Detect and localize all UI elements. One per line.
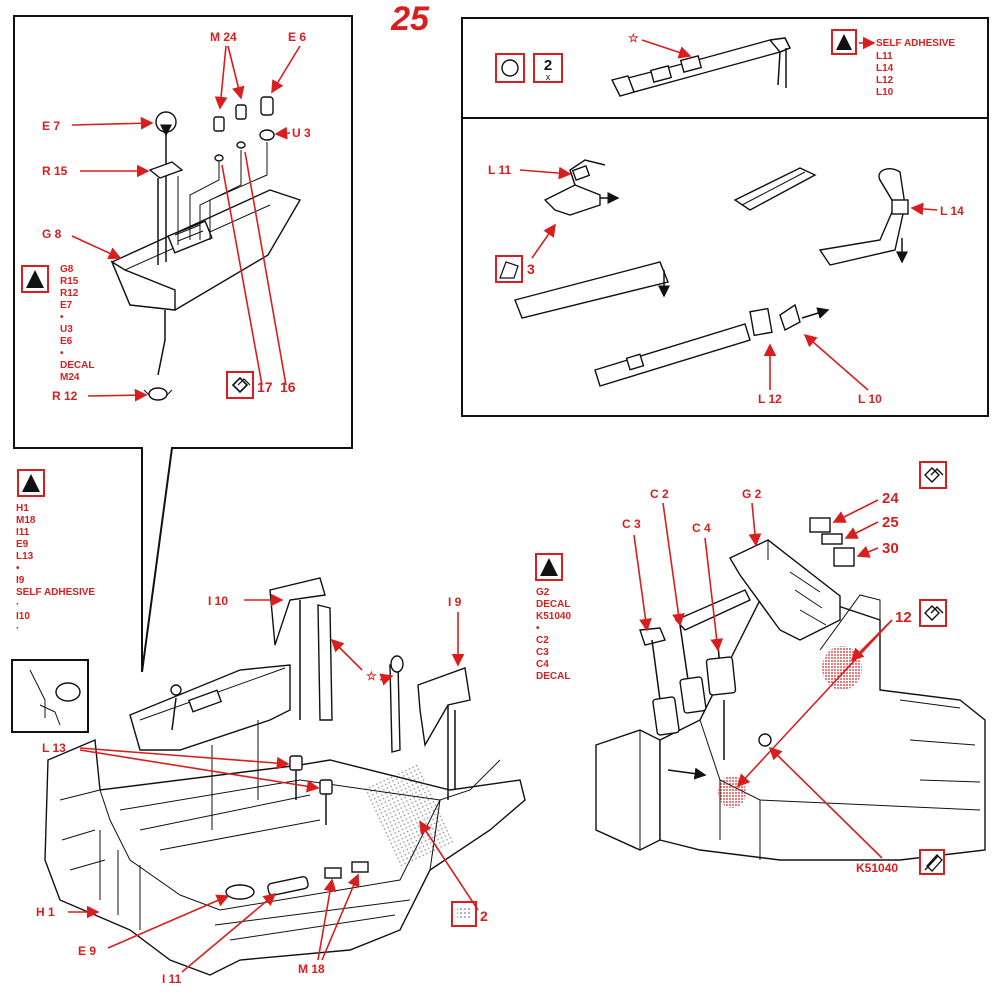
label-g8: G 8: [42, 227, 62, 241]
decal-25: [821, 533, 843, 545]
label-i10: I 10: [208, 594, 228, 608]
label-17: 17: [257, 379, 273, 395]
label-c3: C 3: [622, 517, 641, 531]
label-3: 3: [527, 261, 535, 277]
label-r15: R 15: [42, 164, 68, 178]
label-16: 16: [280, 379, 296, 395]
part-e9: [225, 884, 255, 900]
quantity-badge: [533, 53, 563, 83]
quantity-number: 2: [544, 57, 552, 74]
label-h1: H 1: [36, 905, 55, 919]
part-i11: [267, 876, 309, 896]
label-25: 25: [882, 514, 899, 531]
label-l11: L 11: [488, 163, 511, 177]
belt-star: ☆: [628, 31, 639, 45]
label-l12: L 12: [758, 392, 782, 406]
label-m24: M 24: [210, 30, 237, 44]
label-e9: E 9: [78, 944, 96, 958]
label-l14: L 14: [940, 204, 964, 218]
label-l10: L 10: [858, 392, 882, 406]
belt-strap-right: [389, 664, 401, 753]
label-g2: G 2: [742, 487, 762, 501]
belt-detail-panel: L 11 3 L 14 L 12 L 10: [461, 117, 989, 417]
part-l13-b: [319, 779, 333, 795]
seatbelt-top: [610, 37, 792, 97]
pedal-c2: [679, 676, 707, 714]
label-c2: C 2: [650, 487, 669, 501]
lever-base-r12: [148, 387, 168, 401]
pins-m24: [213, 104, 247, 162]
buckle-l14: [891, 199, 909, 215]
floor-pan: [44, 738, 526, 976]
console-body-g8: [110, 189, 302, 311]
label-i9: I 9: [448, 595, 462, 609]
pedal-c4: [705, 656, 737, 696]
plate-l12: [749, 307, 773, 337]
label-u3: U 3: [292, 126, 311, 140]
step-number: 25: [390, 0, 430, 38]
label-2: 2: [480, 908, 488, 924]
console-paint-list: G8 R15 R12 E7 • U3 E6 • DECAL M24: [60, 264, 97, 383]
part-l13-a: [289, 755, 303, 771]
knob-e7: [155, 111, 177, 133]
pedal-paint-list: G2 DECAL K51040 • C2 C3 C4 DECAL: [536, 587, 574, 682]
belt-l11: [543, 159, 620, 216]
belt-strap-left: [317, 604, 333, 721]
part-m18-b: [351, 861, 369, 873]
floor-star: ☆: [366, 669, 377, 683]
label-r12: R 12: [52, 389, 78, 403]
pedals: [639, 589, 772, 780]
console-assembled: [129, 664, 291, 830]
floor-paint-list: H1 M18 I11 E9 L13 • I9 SELF ADHESIVE · I…: [16, 503, 98, 634]
decal-spot-12: [822, 646, 862, 690]
belt-top-panel: 2 x ☆ SELF ADHESIVE L11 L14 L12 L10: [461, 17, 989, 119]
label-m18: M 18: [298, 962, 325, 976]
label-c4: C 4: [692, 521, 711, 535]
glue-badge: [226, 371, 254, 399]
lever-shaft: [157, 310, 166, 376]
label-12: 12: [895, 609, 912, 626]
label-e6: E 6: [288, 30, 306, 44]
pin-e6: [260, 96, 274, 116]
console-callout-panel: M 24 E 6 E 7 U 3 R 15 G 8 R 12 G8 R15 R1…: [13, 15, 353, 673]
part-i10: [269, 577, 326, 646]
belt-lower-1: [514, 261, 669, 319]
pedal-c3: [652, 696, 680, 736]
callout-frame: [13, 15, 353, 673]
pedals-panel: G2 DECAL K51040 • C2 C3 C4 DECAL: [535, 461, 986, 875]
decal-30: [833, 547, 855, 567]
belt-lower-2: [594, 323, 751, 387]
option-badge-circle: [495, 53, 525, 83]
decal-24: [809, 517, 831, 533]
part-m18-a: [324, 867, 342, 879]
k51040-part: [758, 733, 772, 747]
belt-middle: [733, 167, 817, 211]
label-24: 24: [882, 490, 899, 507]
part-g2: [729, 517, 855, 641]
glue-badge-12: [919, 599, 947, 627]
part-i9: [417, 667, 471, 748]
label-e7: E 7: [42, 119, 60, 133]
decal-badge-2: [451, 901, 477, 927]
label-i11: I 11: [162, 972, 182, 986]
ring-u3: [259, 129, 275, 141]
belt-top-list: SELF ADHESIVE L11 L14 L12 L10: [876, 38, 958, 98]
quantity-multiplier: x: [546, 72, 551, 82]
inset-detail: [11, 659, 89, 733]
belt-l14: [818, 168, 909, 266]
label-k51040: K51040: [856, 861, 898, 875]
label-30: 30: [882, 540, 899, 557]
clip-l10: [779, 303, 801, 332]
label-l13: L 13: [42, 741, 66, 755]
plate-r15: [148, 161, 184, 179]
floor-assembly-panel: H1 M18 I11 E9 L13 • I9 SELF ADHESIVE · I…: [11, 469, 526, 986]
